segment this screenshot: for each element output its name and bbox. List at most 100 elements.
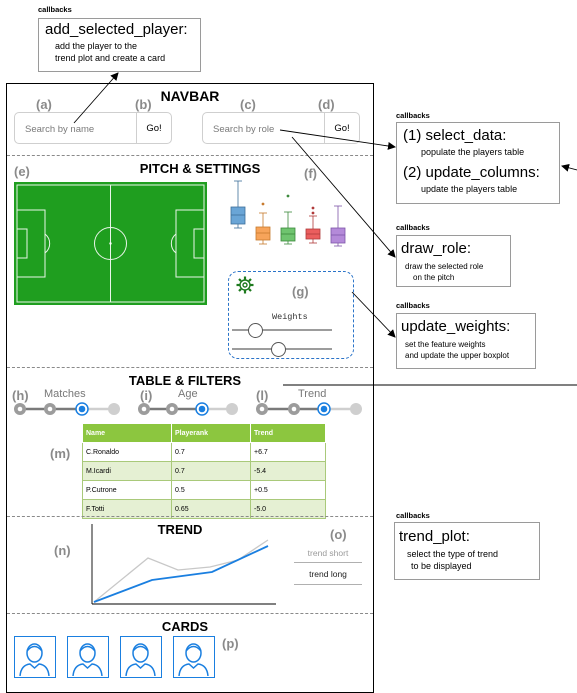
trend-long-button[interactable]: trend long	[309, 569, 347, 579]
slider-matches	[14, 402, 120, 416]
callback-title: (1) select_data:	[403, 127, 507, 144]
player-card[interactable]	[67, 636, 109, 678]
callback-title: draw_role:	[401, 240, 472, 257]
player-avatar-icon	[19, 643, 50, 677]
callback-desc-line: populate the players table	[421, 147, 525, 157]
callback-desc-line: draw the selected role	[405, 262, 484, 271]
weight-slider-handle-1[interactable]	[248, 323, 263, 338]
divider	[7, 367, 373, 368]
callback-draw-role: draw_role: draw the selected role on the…	[396, 235, 511, 287]
callback-desc-line: on the pitch	[413, 273, 455, 282]
table-cell: M.Icardi	[82, 461, 172, 481]
player-card[interactable]	[120, 636, 162, 678]
label-b: (b)	[135, 97, 152, 112]
table-row[interactable]: M.Icardi 0.7 -5.4	[82, 461, 326, 481]
table-cell: 0.65	[171, 499, 251, 519]
divider	[7, 613, 373, 614]
search-by-name[interactable]: Search by name Go!	[14, 112, 172, 144]
label-h: (h)	[12, 388, 29, 403]
table-header-row: Name Playerank Trend	[82, 423, 326, 443]
navbar-title: NAVBAR	[160, 88, 220, 104]
filter-sliders[interactable]	[10, 400, 370, 420]
table-cell: +6.7	[250, 442, 326, 462]
boxplot-3	[280, 194, 296, 245]
boxplot-5	[330, 205, 346, 247]
table-row[interactable]: F.Totti 0.65 -5.0	[82, 499, 326, 519]
filter-label-age: Age	[178, 388, 198, 400]
divider	[7, 155, 373, 156]
table-cell: 0.7	[171, 442, 251, 462]
player-card[interactable]	[14, 636, 56, 678]
table-row[interactable]: P.Cutrone 0.5 +0.5	[82, 480, 326, 500]
boxplot-2	[255, 202, 271, 245]
search-role-go-button[interactable]: Go!	[324, 113, 359, 143]
callback-desc-line: select the type of trend	[407, 549, 499, 559]
table-header-trend[interactable]: Trend	[250, 423, 326, 443]
trend-short-button[interactable]: trend short	[307, 548, 349, 558]
boxplot-4	[305, 206, 321, 244]
callback-desc-line: update the players table	[421, 184, 518, 194]
weights-boxplot	[230, 180, 346, 247]
player-avatar-icon	[125, 643, 156, 677]
label-c: (c)	[240, 97, 256, 112]
gear-icon[interactable]	[235, 275, 255, 295]
callbacks-tag-trend-plot: callbacks	[396, 511, 430, 520]
label-g: (g)	[292, 284, 309, 299]
table-header-name[interactable]: Name	[82, 423, 172, 443]
callback-title: add_selected_player:	[45, 21, 188, 38]
player-avatar-icon	[178, 643, 209, 677]
search-name-go-button[interactable]: Go!	[136, 113, 171, 143]
table-cell: 0.5	[171, 480, 251, 500]
filter-label-trend: Trend	[298, 388, 327, 400]
table-filters-title: TABLE & FILTERS	[128, 373, 242, 388]
label-n: (n)	[54, 543, 71, 558]
table-cell: P.Cutrone	[82, 480, 172, 500]
callback-add-selected-player: add_selected_player: add the player to t…	[38, 18, 201, 72]
label-l: (l)	[256, 388, 269, 403]
weights-label: Weights	[272, 312, 308, 322]
trend-button-divider	[294, 584, 362, 585]
callback-select-data: (1) select_data: populate the players ta…	[396, 122, 560, 204]
table-cell: -5.0	[250, 499, 326, 519]
table-row[interactable]: C.Ronaldo 0.7 +6.7	[82, 442, 326, 462]
trend-plot	[91, 524, 276, 605]
label-m: (m)	[50, 446, 71, 461]
label-o: (o)	[330, 527, 347, 542]
slider-trend	[256, 402, 362, 416]
label-p: (p)	[222, 636, 239, 651]
callback-desc-line: trend plot and create a card	[55, 53, 166, 63]
callback-title: (2) update_columns:	[403, 164, 540, 181]
table-cell: 0.7	[171, 461, 251, 481]
callbacks-tag-draw-role: callbacks	[396, 223, 430, 232]
callbacks-tag-select-data: callbacks	[396, 111, 430, 120]
weight-slider-handle-2[interactable]	[271, 342, 286, 357]
callback-desc-line: and update the upper boxplot	[405, 351, 510, 360]
table-header-playerank[interactable]: Playerank	[171, 423, 251, 443]
search-by-role[interactable]: Search by role Go!	[202, 112, 360, 144]
pitch[interactable]	[14, 182, 207, 305]
players-table: Name Playerank Trend C.Ronaldo 0.7 +6.7 …	[82, 423, 326, 519]
divider	[7, 516, 373, 517]
trend-button-divider	[294, 562, 362, 563]
trend-title: TREND	[157, 522, 203, 537]
callbacks-tag-update-weights: callbacks	[396, 301, 430, 310]
callback-trend-plot: trend_plot: select the type of trend to …	[394, 522, 540, 580]
search-name-input[interactable]: Search by name	[25, 124, 95, 135]
callback-desc-line: set the feature weights	[405, 340, 486, 349]
player-card[interactable]	[173, 636, 215, 678]
search-role-input[interactable]: Search by role	[213, 124, 275, 135]
weight-slider-track-1[interactable]	[232, 329, 332, 331]
arrow-update-columns	[561, 163, 577, 172]
trend-line-short	[93, 545, 269, 603]
callbacks-tag-add-player: callbacks	[38, 5, 72, 14]
slider-age	[138, 402, 238, 416]
callback-desc-line: to be displayed	[411, 561, 472, 571]
pitch-settings-title: PITCH & SETTINGS	[139, 161, 261, 176]
callback-title: update_weights:	[401, 318, 511, 335]
label-e: (e)	[14, 164, 30, 179]
table-cell: +0.5	[250, 480, 326, 500]
player-avatar-icon	[72, 643, 103, 677]
callback-update-weights: update_weights: set the feature weights …	[396, 313, 536, 369]
boxplot-1	[230, 180, 246, 229]
label-i: (i)	[140, 388, 153, 403]
